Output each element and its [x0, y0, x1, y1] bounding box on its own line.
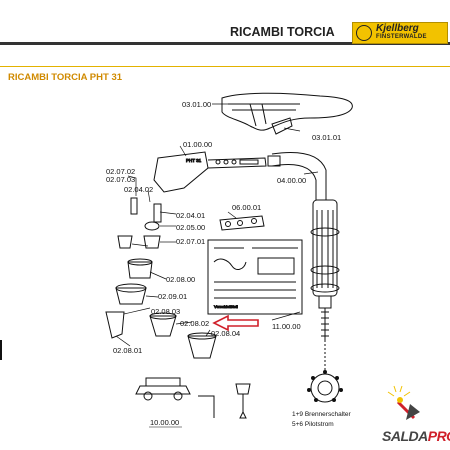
note-pilotstrom: 5+6 Pilotstrom — [292, 421, 334, 428]
part-label: 06.00.01 — [232, 203, 261, 212]
part-label: 02.08.00 — [166, 275, 195, 284]
part-label: 02.08.04 — [211, 329, 240, 338]
tool-kit-illustration — [135, 377, 251, 419]
leader-lines — [115, 103, 319, 347]
info-card-illustration: Verschleißteil — [207, 239, 303, 315]
spacer-plate-illustration — [219, 215, 265, 231]
accent-divider — [0, 66, 450, 67]
note-brennerschalter: 1+9 Brennerschalter — [292, 411, 352, 418]
part-label: 04.00.00 — [277, 176, 306, 185]
header-title: RICAMBI TORCIA — [230, 25, 335, 39]
connector-plug-illustration — [307, 340, 343, 403]
saldapro-torch-icon — [387, 385, 420, 420]
part-label: 02.04.01 — [176, 211, 205, 220]
kjellberg-logo: Kjellberg FINSTERWALDE — [352, 22, 448, 44]
highlight-arrow-icon — [212, 314, 259, 332]
part-label: 11.00.00 — [272, 322, 301, 331]
part-label: 02.08.03 — [151, 307, 180, 316]
page-subtitle: RICAMBI TORCIA PHT 31 — [8, 72, 123, 83]
part-label: 03.01.00 — [182, 100, 211, 109]
part-label: 10.00.00 — [150, 418, 179, 427]
handle-shell-illustration — [221, 92, 353, 131]
saldapro-part1: SALDA — [382, 428, 428, 444]
small-parts-illustration — [105, 197, 217, 359]
part-label: 02.05.00 — [176, 223, 205, 232]
part-label: 01.00.00 — [183, 140, 212, 149]
saldapro-part2: PRO — [427, 428, 450, 444]
part-label: 02.07.03 — [106, 175, 135, 184]
trigger-illustration — [271, 117, 293, 135]
logo-brand: Kjellberg — [376, 23, 419, 34]
part-label: 03.01.01 — [312, 133, 341, 142]
part-label: 02.04.02 — [124, 185, 153, 194]
saldapro-logo: SALDAPRO — [382, 428, 450, 444]
hose-illustration — [271, 152, 327, 200]
part-label: 02.07.02 — [106, 167, 135, 176]
svg-text:Verschleißteil: Verschleißteil — [214, 304, 238, 309]
part-label: 02.09.01 — [158, 292, 187, 301]
header-bar: RICAMBI TORCIA Kjellberg FINSTERWALDE — [0, 0, 450, 45]
svg-text:PHT 31: PHT 31 — [186, 158, 202, 163]
logo-emblem-icon — [356, 25, 372, 41]
part-label: 02.07.01 — [176, 237, 205, 246]
handle-grip-illustration — [310, 199, 340, 340]
edge-mark — [0, 340, 2, 360]
torch-body-illustration: PHT 31 — [153, 151, 281, 193]
part-label: 02.08.01 — [113, 346, 142, 355]
logo-sub: FINSTERWALDE — [376, 34, 427, 40]
logo-text: Kjellberg FINSTERWALDE — [376, 24, 427, 42]
part-label: 02.08.02 — [180, 319, 209, 328]
